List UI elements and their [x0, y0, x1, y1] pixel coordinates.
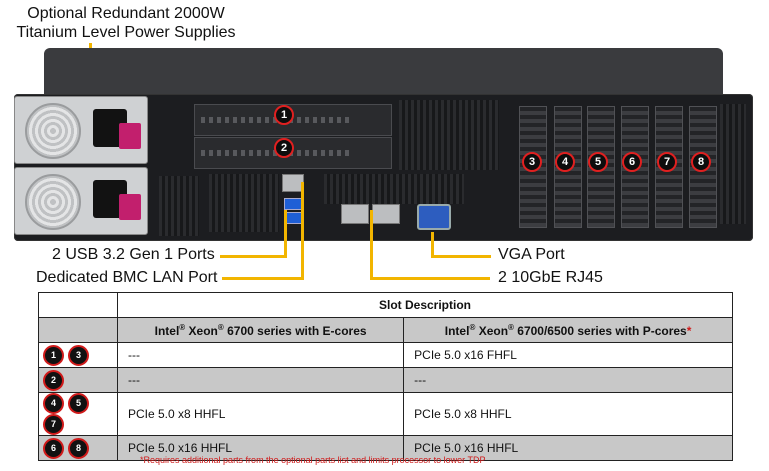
rj45-leader-v [370, 210, 373, 279]
slot-marker-3: 3 [522, 152, 542, 172]
vent-grille [720, 104, 746, 224]
chassis-body [14, 94, 753, 241]
slot-badge: 1 [43, 344, 64, 366]
bmc-leader-h [222, 277, 304, 280]
vent-grille [159, 176, 199, 236]
psu-callout-line1: Optional Redundant 2000W [27, 5, 225, 22]
col2-text: 6700/6500 series with P-cores [517, 323, 687, 338]
rj45-callout: 2 10GbE RJ45 [498, 269, 603, 286]
bmc-callout: Dedicated BMC LAN Port [36, 269, 218, 286]
slot-marker-2: 2 [274, 138, 294, 158]
row-slot-markers: 2 [38, 367, 118, 393]
footnote: *Requires additional parts from the opti… [140, 455, 486, 465]
usb-leader-v [284, 210, 287, 257]
vent-grille [209, 174, 279, 232]
slot-badge: 7 [43, 414, 64, 435]
psu-fan-icon [25, 103, 81, 159]
usb-callout: 2 USB 3.2 Gen 1 Ports [52, 246, 215, 263]
vent-grille [399, 100, 499, 170]
col-header-p-cores: Intel® Xeon® 6700/6500 series with P-cor… [403, 317, 733, 343]
usb-leader-h [220, 255, 287, 258]
chassis-lid [44, 48, 723, 94]
vga-connector [417, 204, 451, 230]
psu-callout: Optional Redundant 2000W Titanium Level … [10, 4, 242, 42]
slot-marker-1: 1 [274, 105, 294, 125]
asterisk: * [686, 323, 692, 338]
server-rear-panel [14, 48, 753, 241]
col2-brand2: Xeon [478, 323, 509, 338]
cell-e-cores: PCIe 5.0 x8 HHFL [116, 392, 405, 436]
cell-p-cores: PCIe 5.0 x8 HHFL [403, 392, 733, 436]
cell-e-cores: PCIe 5.0 x16 HHFL [116, 435, 405, 461]
table-header-row: Intel® Xeon® 6700 series with E-cores In… [38, 317, 733, 343]
slot-badge: 2 [43, 369, 64, 391]
slot-description-table: Slot Description Intel® Xeon® 6700 serie… [38, 292, 733, 461]
cell-p-cores: PCIe 5.0 x16 FHFL [403, 342, 733, 368]
power-supply-2 [14, 167, 148, 235]
slot-marker-5: 5 [588, 152, 608, 172]
col-header-e-cores: Intel® Xeon® 6700 series with E-cores [116, 317, 405, 343]
table-header-blank [38, 317, 118, 343]
slot-badge: 8 [68, 437, 89, 459]
slot-badge: 4 [43, 393, 64, 414]
vga-leader-h [431, 255, 491, 258]
slot-badge: 3 [68, 344, 89, 366]
cell-e-cores: --- [116, 367, 405, 393]
pcie-slot-1 [194, 104, 392, 136]
bmc-leader-v [301, 182, 304, 279]
cell-p-cores: PCIe 5.0 x16 HHFL [403, 435, 733, 461]
col1-brand: Intel [154, 323, 180, 338]
rj45-leader-h [370, 277, 490, 280]
cell-e-cores: --- [116, 342, 405, 368]
psu-release-lever [119, 194, 141, 220]
col2-brand: Intel [444, 323, 470, 338]
slot-marker-8: 8 [691, 152, 711, 172]
slot-badge: 6 [43, 437, 64, 459]
vent-grille [324, 174, 464, 204]
col1-text: 6700 series with E-cores [227, 323, 367, 338]
rj45-port-2 [372, 204, 400, 224]
psu-callout-line2: Titanium Level Power Supplies [16, 24, 236, 41]
table-row: 2 --- --- [38, 367, 733, 393]
power-supply-1 [14, 96, 148, 164]
psu-fan-icon [25, 174, 81, 230]
slot-marker-7: 7 [657, 152, 677, 172]
pcie-slot-2 [194, 137, 392, 169]
slot-marker-6: 6 [622, 152, 642, 172]
cell-p-cores: --- [403, 367, 733, 393]
psu-release-lever [119, 123, 141, 149]
table-title: Slot Description [117, 292, 733, 318]
table-corner-cell [38, 292, 118, 318]
slot-badge: 5 [68, 393, 89, 414]
slot-marker-4: 4 [555, 152, 575, 172]
col1-brand2: Xeon [188, 323, 218, 338]
vga-leader-v [431, 232, 434, 258]
rj45-port-1 [341, 204, 369, 224]
vga-callout: VGA Port [498, 246, 565, 263]
table-title-row: Slot Description [38, 292, 733, 318]
